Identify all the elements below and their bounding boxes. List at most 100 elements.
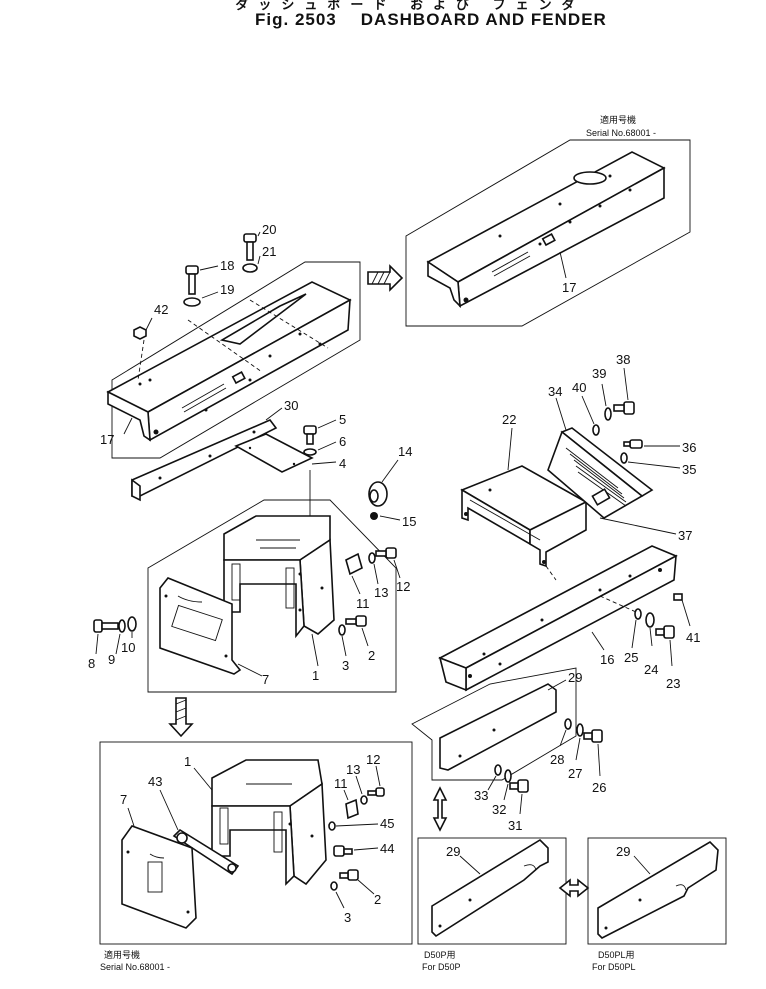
fender-frame (147, 499, 397, 693)
callout-19: 19 (220, 282, 234, 297)
fender-29-main (411, 667, 577, 781)
callout-33: 33 (474, 788, 488, 803)
inset-fender-new-serial: 1 43 7 11 13 (99, 741, 413, 945)
callout-21: 21 (262, 244, 276, 259)
washer-6 (303, 441, 337, 456)
inset-frame (405, 139, 691, 327)
callout-6: 6 (339, 434, 346, 449)
serial-note-jp-bottom: 適用号機 (104, 949, 140, 960)
variant-note-jp-d50pl: D50PL用 (598, 950, 635, 960)
callout-34: 34 (548, 384, 562, 399)
washer-33 (487, 764, 502, 791)
bolt-5 (303, 419, 337, 445)
arrow-between-variants (558, 878, 590, 898)
washer-21 (242, 255, 261, 273)
frame-16 (438, 545, 678, 692)
bolt-26 (583, 729, 603, 777)
inset-dashboard-new-serial: 17 適用号機 Serial No.68001 - (405, 114, 691, 327)
screw-41 (673, 593, 691, 627)
dashboard-frame (111, 261, 361, 459)
bolt-23 (655, 625, 675, 667)
bolt-12 (375, 547, 401, 579)
dashboard-panel-17-new (426, 151, 666, 309)
callout-11-new: 11 (334, 776, 348, 791)
washer-27 (575, 723, 584, 761)
washer-39 (601, 383, 612, 421)
washer-19 (183, 291, 219, 307)
figure-number: Fig. 2503 (255, 10, 337, 29)
callout-40: 40 (572, 380, 586, 395)
callout-11: 11 (356, 596, 370, 611)
callout-2-new: 2 (374, 892, 381, 907)
bolt-8 (93, 619, 119, 655)
bracket-11 (345, 552, 363, 595)
serial-note-top: Serial No.68001 - (586, 128, 656, 138)
plug-15 (370, 512, 401, 521)
arrow-to-new-dashboard (367, 264, 404, 292)
callout-26: 26 (592, 780, 606, 795)
callout-30: 30 (284, 398, 298, 413)
callout-24: 24 (644, 662, 658, 677)
bolt-44 (333, 845, 379, 857)
washer-3 (338, 624, 347, 657)
callout-7: 7 (262, 672, 269, 687)
callout-42: 42 (154, 302, 168, 317)
callout-29-d50p: 29 (446, 844, 460, 859)
bracket-22 (460, 465, 588, 568)
callout-23: 23 (666, 676, 680, 691)
callout-14: 14 (398, 444, 412, 459)
bracket-11-new (343, 789, 359, 820)
nut-42 (133, 317, 153, 340)
callout-13-new: 13 (346, 762, 360, 777)
callout-45: 45 (380, 816, 394, 831)
bolt-12-new (367, 765, 385, 797)
callout-28: 28 (550, 752, 564, 767)
washer-24 (645, 612, 655, 647)
dashboard-panel-17 (106, 261, 361, 459)
callout-29-d50pl: 29 (616, 844, 630, 859)
callout-27: 27 (568, 766, 582, 781)
washer-28 (559, 718, 572, 747)
fender-29-frame (411, 667, 577, 781)
callout-17-new: 17 (562, 280, 576, 295)
figure-title: DASHBOARD AND FENDER (360, 10, 607, 29)
variant-note-d50pl: For D50PL (592, 962, 636, 972)
callout-3: 3 (342, 658, 349, 673)
callout-31: 31 (508, 818, 522, 833)
bar-43 (159, 789, 240, 876)
callout-16: 16 (600, 652, 614, 667)
callout-36: 36 (682, 440, 696, 455)
washer-25 (631, 608, 642, 649)
callout-44: 44 (380, 841, 394, 856)
callout-17: 17 (100, 432, 114, 447)
callout-8: 8 (88, 656, 95, 671)
variant-note-d50p: For D50P (422, 962, 461, 972)
callout-5: 5 (339, 412, 346, 427)
callout-15: 15 (402, 514, 416, 529)
side-plate-7-new (121, 825, 197, 929)
washer-32 (503, 769, 512, 801)
callout-35: 35 (682, 462, 696, 477)
washer-40 (581, 395, 600, 436)
bolt-2-new (339, 869, 375, 895)
fender-assembly-main: 1 7 8 9 10 (88, 499, 410, 693)
callout-13: 13 (374, 585, 388, 600)
washer-10 (127, 616, 137, 638)
bolt-2 (345, 615, 369, 647)
callout-12: 12 (396, 579, 410, 594)
callout-29: 29 (568, 670, 582, 685)
callout-12-new: 12 (366, 752, 380, 767)
japanese-title: ダッシュボード および フェンダ (235, 0, 585, 12)
figure-heading: Fig. 2503 DASHBOARD AND FENDER (255, 10, 607, 30)
inset-d50p (417, 837, 567, 945)
callout-38: 38 (616, 352, 630, 367)
callout-22: 22 (502, 412, 516, 427)
serial-note-jp-top: 適用号機 (600, 114, 636, 125)
grommet-14 (368, 459, 399, 507)
callout-10: 10 (121, 640, 135, 655)
fender-1 (223, 515, 335, 639)
washer-35 (620, 452, 681, 469)
variant-note-jp-d50p: D50P用 (424, 950, 456, 960)
callout-1-new: 1 (184, 754, 191, 769)
